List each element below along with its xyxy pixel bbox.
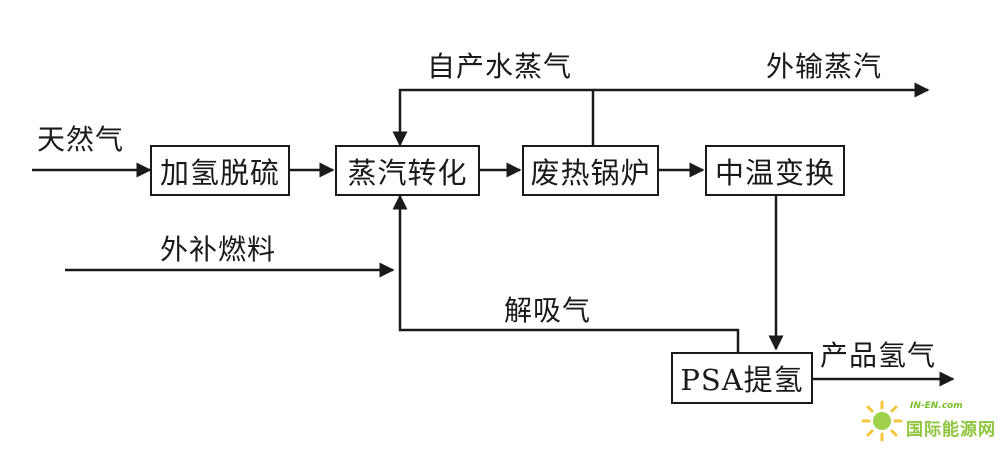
watermark-logo: IN-EN.com 国际能源网 bbox=[858, 395, 998, 447]
box-psa: PSA提氢 bbox=[671, 352, 813, 404]
sun-logo-icon bbox=[861, 400, 903, 442]
label-external-fuel: 外补燃料 bbox=[160, 233, 277, 266]
box-medium-temp-shift-label: 中温变换 bbox=[714, 155, 835, 190]
box-waste-heat-boiler-label: 废热锅炉 bbox=[530, 155, 651, 190]
watermark-cn-text: 国际能源网 bbox=[906, 420, 996, 440]
box-waste-heat-boiler: 废热锅炉 bbox=[522, 145, 659, 196]
label-self-produced-steam: 自产水蒸气 bbox=[427, 50, 573, 83]
watermark-en-text: IN-EN.com bbox=[910, 401, 963, 411]
box-steam-reforming: 蒸汽转化 bbox=[335, 145, 480, 196]
desorption-gas-line bbox=[392, 194, 740, 355]
box-desulfurization: 加氢脱硫 bbox=[150, 145, 290, 196]
steam-loop-line bbox=[392, 88, 595, 147]
label-natural-gas: 天然气 bbox=[37, 123, 125, 156]
label-desorption-gas: 解吸气 bbox=[504, 294, 592, 327]
box-steam-reforming-label: 蒸汽转化 bbox=[347, 155, 468, 190]
box-desulfurization-label: 加氢脱硫 bbox=[159, 155, 280, 190]
box-medium-temp-shift: 中温变换 bbox=[705, 145, 845, 196]
label-product-hydrogen: 产品氢气 bbox=[820, 339, 937, 372]
label-export-steam: 外输蒸汽 bbox=[766, 50, 883, 83]
box-psa-label: PSA提氢 bbox=[680, 363, 804, 397]
